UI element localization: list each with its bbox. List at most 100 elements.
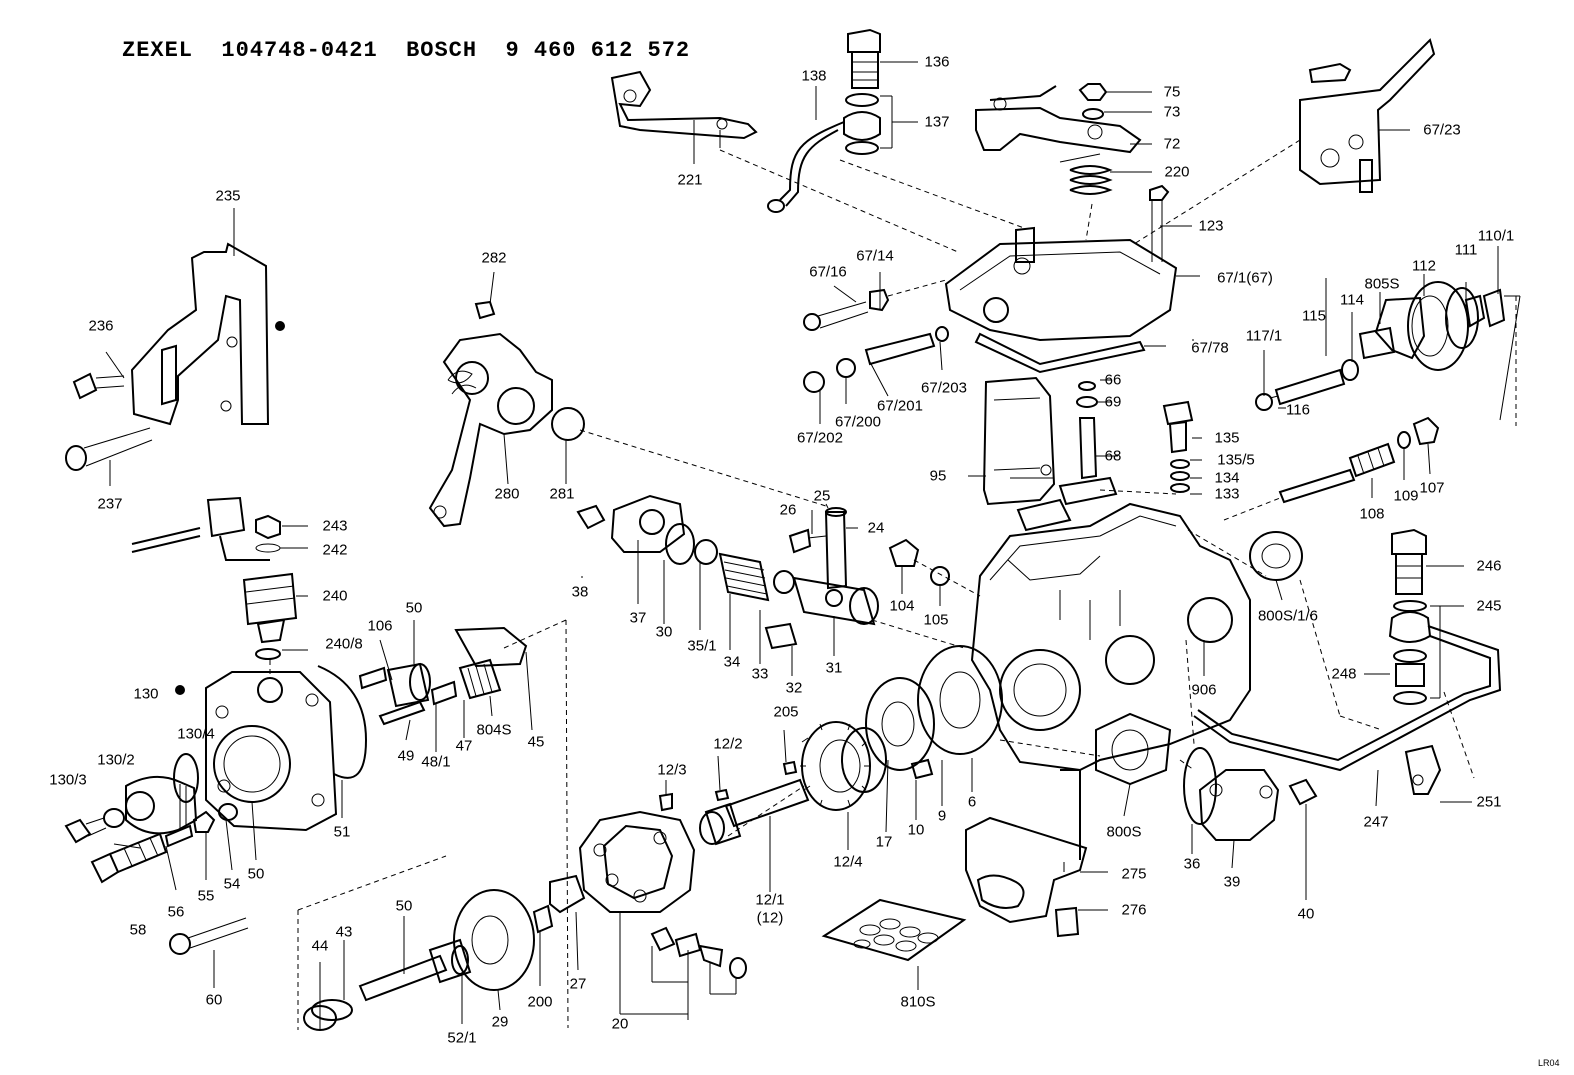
callout-label: 50 <box>395 897 413 915</box>
callout-label: 50 <box>405 599 423 617</box>
callout-label: 31 <box>825 659 843 677</box>
callout-label: 107 <box>1419 479 1445 497</box>
weight-805S <box>1358 296 1426 360</box>
callout-label: 235 <box>215 187 241 205</box>
bracket-235 <box>65 242 285 471</box>
callout-label: 44 <box>311 937 329 955</box>
screw-67-16 <box>803 288 890 331</box>
callout-label: 108 <box>1359 505 1385 523</box>
bracket-275 <box>965 816 1088 938</box>
callout-label: 9 <box>937 807 947 825</box>
zexel-part-number: 104748-0421 <box>221 38 378 63</box>
screws-54-56 <box>164 803 249 955</box>
callout-label: 32 <box>785 679 803 697</box>
governor-cover-67-1 <box>944 226 1178 374</box>
cover-800S <box>1095 712 1172 786</box>
plug-104 <box>888 538 950 586</box>
banjo-bolt-136 <box>847 28 881 89</box>
callout-label: 43 <box>335 923 353 941</box>
seal-800S-1-6 <box>1249 531 1303 581</box>
callout-label: 130/3 <box>49 771 87 789</box>
callout-label: 29 <box>491 1013 509 1031</box>
callout-label: (12) <box>756 909 784 927</box>
callout-label: 123 <box>1198 217 1224 235</box>
callout-label: 247 <box>1363 813 1389 831</box>
callout-label: 135/5 <box>1217 451 1255 469</box>
callout-label: 39 <box>1223 873 1241 891</box>
callout-label: 242 <box>322 541 348 559</box>
callout-label: 281 <box>549 485 575 503</box>
bolt-246 <box>1391 528 1427 595</box>
callout-label: 130/2 <box>97 751 135 769</box>
shaft-68 <box>1058 381 1118 506</box>
callout-label: 34 <box>723 653 741 671</box>
callout-label: 243 <box>322 517 348 535</box>
callout-label: 130 <box>133 685 159 703</box>
callout-label: 245 <box>1476 597 1502 615</box>
gear-12-4 <box>800 721 887 811</box>
callout-label: 56 <box>167 903 185 921</box>
bracket-67-23 <box>1299 38 1436 193</box>
fuel-line-138 <box>767 121 845 213</box>
callout-label: 10 <box>907 821 925 839</box>
callout-label: 200 <box>527 993 553 1011</box>
callout-label: 104 <box>889 597 915 615</box>
leader-lines <box>105 61 1521 1030</box>
callout-label: 115 <box>1302 307 1326 325</box>
cover-39 <box>1183 747 1318 841</box>
callout-label: 221 <box>677 171 703 189</box>
callout-label: 12/3 <box>657 761 687 779</box>
bosch-part-number: 9 460 612 572 <box>505 38 691 63</box>
callout-label: 36 <box>1183 855 1201 873</box>
bracket-221 <box>610 70 758 148</box>
valve-135 <box>1162 400 1194 493</box>
callout-label: 40 <box>1297 905 1315 923</box>
callout-label: 137 <box>924 113 950 131</box>
washers-137 <box>843 93 881 155</box>
bearing-plate-6 <box>917 645 1003 755</box>
callout-label: 49 <box>397 747 415 765</box>
callout-label: 67/1(67) <box>1217 269 1273 287</box>
callout-label: 240/8 <box>325 635 363 653</box>
callout-label: 130/4 <box>177 725 215 743</box>
return-line-247 <box>1193 625 1502 795</box>
callout-label: 12/4 <box>833 853 863 871</box>
callout-label: 240 <box>322 587 348 605</box>
callout-label: 73 <box>1163 103 1181 121</box>
callout-label: 114 <box>1340 291 1364 309</box>
callout-label: 95 <box>929 467 947 485</box>
callout-label: 105 <box>923 611 949 629</box>
callout-label: 30 <box>655 623 673 641</box>
callout-label: 805S <box>1364 275 1400 293</box>
timer-cover-37 <box>576 494 718 565</box>
callout-label: 52/1 <box>447 1029 477 1047</box>
callout-label: 236 <box>88 317 114 335</box>
distributor-head <box>205 665 368 832</box>
callout-label: 109 <box>1393 487 1419 505</box>
solenoid-240 <box>131 496 298 660</box>
callout-label: 67/23 <box>1423 121 1461 139</box>
callout-label: 26 <box>779 501 797 519</box>
callout-label: 20 <box>611 1015 629 1033</box>
callout-label: 50 <box>247 865 265 883</box>
callout-label: 135 <box>1214 429 1240 447</box>
feed-pump-20 <box>549 810 747 979</box>
spring-stack-804S <box>358 626 528 726</box>
callout-label: 106 <box>367 617 393 635</box>
callout-label: 804S <box>476 721 512 739</box>
spring-220 <box>1059 153 1113 195</box>
callout-label: 12/1 <box>755 891 785 909</box>
timer-spring-34 <box>718 552 795 602</box>
callout-label: 33 <box>751 665 769 683</box>
callout-label: 67/200 <box>835 413 881 431</box>
callout-label: 116 <box>1286 401 1310 419</box>
nut-75 <box>1078 83 1108 120</box>
callout-label: 68 <box>1104 447 1122 465</box>
callout-label: 282 <box>481 249 507 267</box>
callout-label: 47 <box>455 737 473 755</box>
callout-label: 280 <box>494 485 520 503</box>
callout-label: 276 <box>1121 901 1147 919</box>
callout-label: 54 <box>223 875 241 893</box>
callout-label: 48/1 <box>421 753 451 771</box>
callout-label: 251 <box>1476 793 1502 811</box>
